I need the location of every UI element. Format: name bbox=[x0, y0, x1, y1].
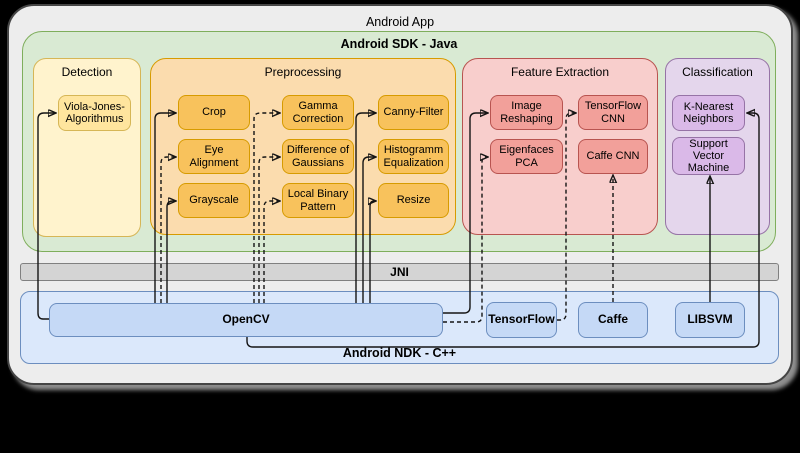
group-detection: Detection bbox=[33, 58, 141, 237]
node-k-nearest-neighbors: K-Nearest Neighbors bbox=[672, 95, 745, 131]
node-histogram-equalization: Histogramm Equalization bbox=[378, 139, 449, 174]
node-viola-jones: Viola-Jones-Algorithmus bbox=[58, 95, 131, 131]
node-libsvm: LIBSVM bbox=[675, 302, 745, 338]
jni-layer: JNI bbox=[20, 263, 779, 281]
node-support-vector-machine: Support Vector Machine bbox=[672, 137, 745, 175]
node-caffe: Caffe bbox=[578, 302, 648, 338]
android-app-title: Android App bbox=[365, 15, 435, 29]
node-grayscale: Grayscale bbox=[178, 183, 250, 218]
android-sdk-title: Android SDK - Java bbox=[340, 37, 458, 51]
node-tensorflow: TensorFlow bbox=[486, 302, 557, 338]
group-detection-title: Detection bbox=[61, 65, 113, 79]
node-gamma-correction: Gamma Correction bbox=[282, 95, 354, 130]
group-classification-title: Classification bbox=[682, 65, 753, 79]
node-caffe-cnn: Caffe CNN bbox=[578, 139, 648, 174]
node-difference-of-gaussians: Difference of Gaussians bbox=[282, 139, 354, 174]
node-canny-filter: Canny-Filter bbox=[378, 95, 449, 130]
node-crop: Crop bbox=[178, 95, 250, 130]
node-image-reshaping: Image Reshaping bbox=[490, 95, 563, 130]
node-eigenfaces-pca: Eigenfaces PCA bbox=[490, 139, 563, 174]
node-resize: Resize bbox=[378, 183, 449, 218]
node-opencv: OpenCV bbox=[49, 303, 443, 337]
node-eye-alignment: Eye Alignment bbox=[178, 139, 250, 174]
group-preprocessing-title: Preprocessing bbox=[264, 65, 342, 79]
group-feature-extraction-title: Feature Extraction bbox=[510, 65, 610, 79]
android-ndk-title: Android NDK - C++ bbox=[342, 346, 457, 360]
node-local-binary-pattern: Local Binary Pattern bbox=[282, 183, 354, 218]
node-tensorflow-cnn: TensorFlow CNN bbox=[578, 95, 648, 130]
